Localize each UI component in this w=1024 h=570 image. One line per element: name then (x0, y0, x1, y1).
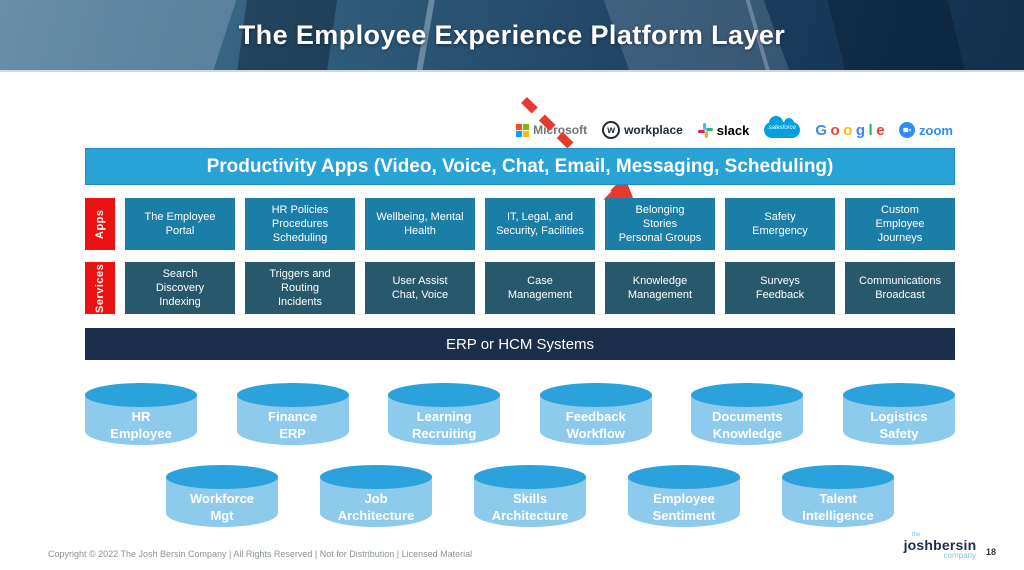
cylinder-hr-employee: HR Employee (85, 383, 197, 457)
service-box-user-assist: User Assist Chat, Voice (365, 262, 475, 314)
productivity-apps-banner: Productivity Apps (Video, Voice, Chat, E… (85, 148, 955, 185)
cylinder-top (691, 383, 804, 407)
cylinder-learning-recruiting: Learning Recruiting (388, 383, 501, 457)
cylinder-top (388, 383, 501, 407)
microsoft-wordmark: Microsoft (533, 123, 588, 137)
joshbersin-logo: the joshbersin company (902, 532, 978, 560)
zoom-logo: zoom (899, 122, 953, 138)
slack-icon (697, 122, 713, 138)
joshbersin-logo-the: the (912, 532, 921, 538)
app-box-it-legal-security: IT, Legal, and Security, Facilities (485, 198, 595, 250)
cylinder-top (842, 383, 955, 407)
header-banner: The Employee Experience Platform Layer (0, 0, 1024, 72)
service-box-knowledge-mgmt: Knowledge Management (605, 262, 715, 314)
cylinder-workforce-mgt: Workforce Mgt (166, 465, 278, 539)
services-row-label: Services (85, 262, 115, 314)
cylinder-talent-intelligence: Talent Intelligence (782, 465, 894, 539)
workplace-icon: w (602, 121, 621, 139)
cylinder-documents-knowledge: Documents Knowledge (691, 383, 804, 457)
apps-row: Apps The Employee Portal HR Policies Pro… (85, 198, 955, 250)
cylinder-employee-sentiment: Employee Sentiment (628, 465, 740, 539)
service-box-triggers: Triggers and Routing Incidents (245, 262, 355, 314)
app-box-belonging: Belonging Stories Personal Groups (605, 198, 715, 250)
salesforce-wordmark: salesforce (768, 125, 797, 131)
cylinder-job-architecture: Job Architecture (320, 465, 432, 539)
workplace-wordmark: workplace (624, 123, 683, 137)
salesforce-cloud-icon: salesforce (764, 116, 801, 138)
zoom-wordmark: zoom (919, 122, 953, 138)
page-number: 18 (985, 547, 996, 557)
slack-logo: slack (697, 122, 750, 138)
service-box-search: Search Discovery Indexing (125, 262, 235, 314)
cylinder-top (236, 383, 349, 407)
erp-hcm-bar: ERP or HCM Systems (85, 328, 955, 360)
google-letter: G (815, 121, 827, 139)
microsoft-icon (516, 123, 530, 137)
cylinder-top (782, 465, 894, 489)
workplace-logo: w workplace (602, 121, 683, 139)
zoom-camera-icon (899, 122, 916, 138)
app-box-safety: Safety Emergency (725, 198, 835, 250)
google-letter: o (843, 121, 852, 139)
database-cylinders-row-2: Workforce Mgt Job Architecture Skills Ar… (166, 465, 894, 539)
service-box-surveys: Surveys Feedback (725, 262, 835, 314)
service-box-case-mgmt: Case Management (485, 262, 595, 314)
salesforce-logo: salesforce (764, 116, 801, 138)
slack-wordmark: slack (716, 122, 750, 138)
vendor-logos-row: Microsoft w workplace slack salesforce G… (516, 116, 953, 139)
app-box-custom-journeys: Custom Employee Journeys (845, 198, 955, 250)
copyright-text: Copyright © 2022 The Josh Bersin Company… (48, 549, 473, 559)
cylinder-logistics-safety: Logistics Safety (842, 383, 955, 457)
service-box-communications: Communications Broadcast (845, 262, 955, 314)
page-title: The Employee Experience Platform Layer (238, 19, 786, 50)
microsoft-logo: Microsoft (516, 123, 587, 137)
cylinder-top (166, 465, 278, 489)
joshbersin-logo-company: company (943, 551, 976, 560)
google-letter: l (868, 121, 873, 139)
cylinder-feedback-workflow: Feedback Workflow (539, 383, 652, 457)
services-row: Services Search Discovery Indexing Trigg… (85, 262, 955, 314)
google-letter: o (830, 121, 840, 139)
joshbersin-logo-name: joshbersin (903, 537, 977, 553)
cylinder-top (474, 465, 586, 489)
cylinder-finance-erp: Finance ERP (236, 383, 349, 457)
apps-row-label: Apps (85, 198, 115, 250)
google-letter: e (876, 121, 885, 139)
google-letter: g (855, 121, 865, 139)
app-box-hr-policies: HR Policies Procedures Scheduling (245, 198, 355, 250)
cylinder-skills-architecture: Skills Architecture (474, 465, 586, 539)
cylinder-top (320, 465, 432, 489)
cylinder-top (628, 465, 740, 489)
cylinder-top (539, 383, 652, 407)
app-box-employee-portal: The Employee Portal (125, 198, 235, 250)
app-box-wellbeing: Wellbeing, Mental Health (365, 198, 475, 250)
database-cylinders-row-1: HR Employee Finance ERP Learning Recruit… (85, 383, 955, 457)
platform-diagram: Productivity Apps (Video, Voice, Chat, E… (85, 148, 955, 360)
cylinder-top (85, 383, 197, 407)
